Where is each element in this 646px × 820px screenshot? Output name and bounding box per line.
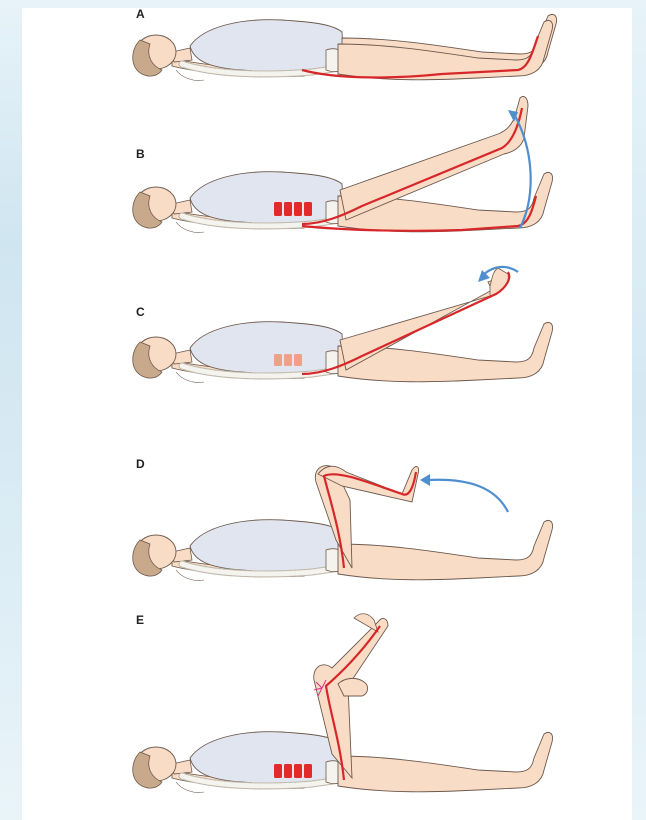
panel-d-figure (133, 466, 553, 581)
panel-label-e: E (136, 613, 144, 627)
panel-c-figure (133, 268, 553, 383)
panel-e-figure (133, 614, 553, 793)
panel-label-b: B (136, 147, 145, 161)
examiner-hand-icon (338, 678, 368, 696)
panel-label-a: A (136, 7, 145, 21)
panel-b-figure (133, 96, 553, 232)
panel-label-c: C (136, 305, 145, 319)
disc-faint-icon (274, 354, 302, 366)
panel-a-figure (133, 14, 557, 80)
motion-arrow-icon (428, 480, 508, 512)
panel-label-d: D (136, 457, 145, 471)
